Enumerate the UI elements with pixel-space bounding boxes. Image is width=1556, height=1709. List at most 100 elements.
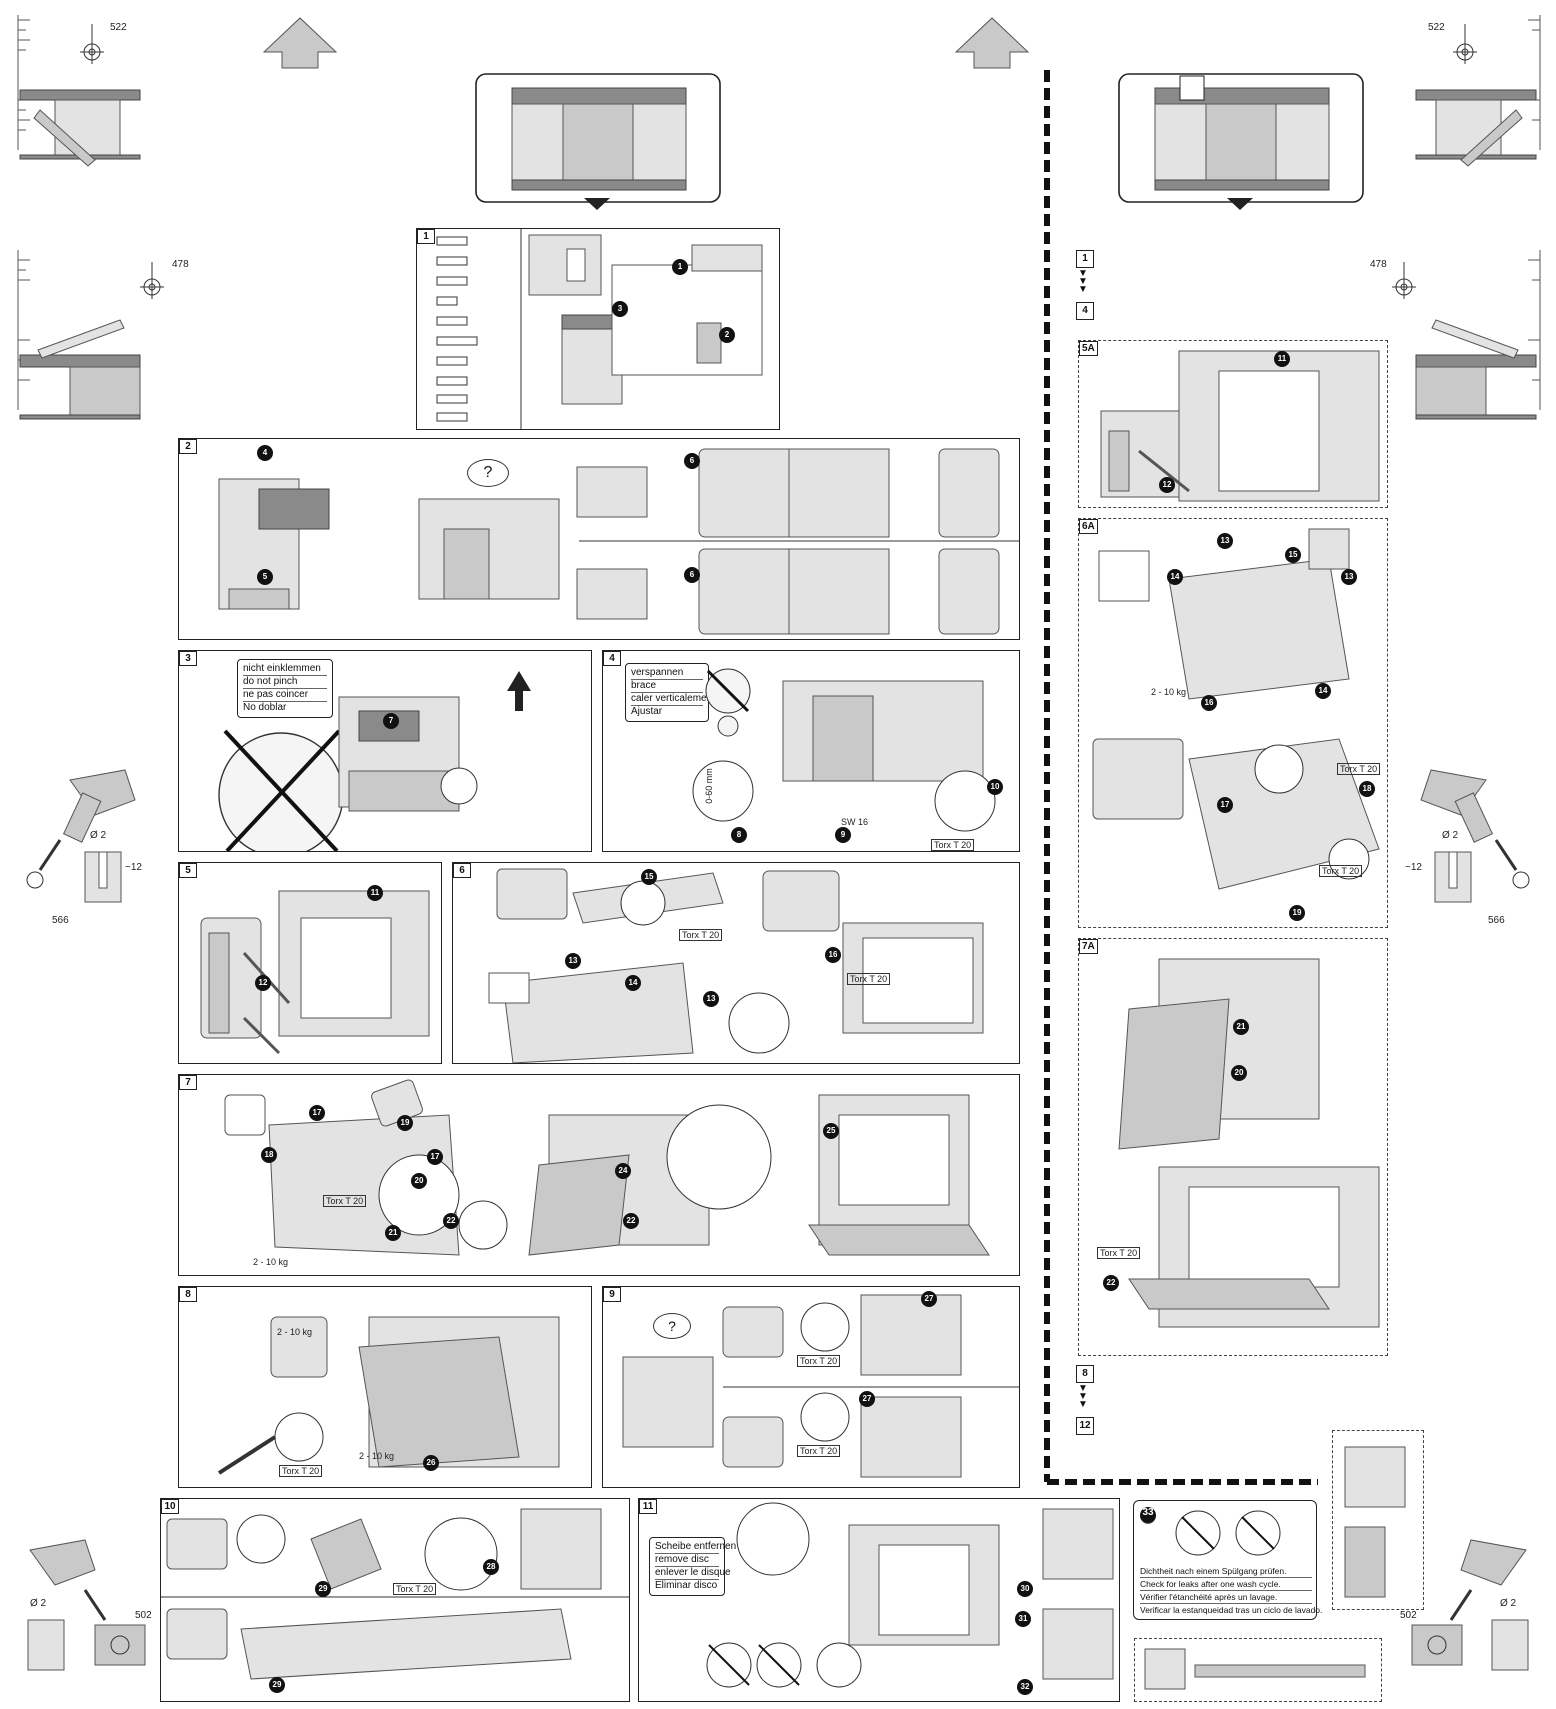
label-torx-10: Torx T 20: [393, 1583, 437, 1595]
chevrons-1-4-icon: ▼▼▼: [1078, 268, 1088, 295]
callout-14-6a: 14: [1167, 569, 1183, 585]
panel-step-8: 8 26 2 - 10 kg 2 - 10 kg Torx T 20: [178, 1286, 592, 1488]
panel-step-6: 6 15 13 14 13 16 Torx T 20 Torx T 20: [452, 862, 1020, 1064]
drill-depth-right: ~12: [1405, 862, 1422, 873]
callout-20-7a: 20: [1231, 1065, 1247, 1081]
target-478-right: [1392, 262, 1416, 299]
target-522-right: [1453, 24, 1477, 64]
dim-0-60mm: 0-60 mm: [703, 768, 714, 804]
panel-step-10: 10 29 28 29 Torx T 20: [160, 1498, 630, 1702]
dim-502-right: 502: [1400, 1610, 1417, 1621]
label-torx-6a-1: Torx T 20: [1337, 763, 1381, 775]
label-weight-8b: 2 - 10 kg: [359, 1451, 395, 1461]
callout-17-6a: 17: [1217, 797, 1233, 813]
callout-29: 29: [315, 1581, 331, 1597]
counter-mid-right: [1415, 319, 1537, 420]
panel-step-11: 11 Scheibe entfernen remove disc enlever…: [638, 1498, 1120, 1702]
dim-478-right: 478: [1370, 259, 1387, 270]
callout-20: 20: [411, 1173, 427, 1189]
callout-15-6a: 15: [1285, 547, 1301, 563]
callout-17b: 17: [427, 1149, 443, 1165]
callout-13b-6a: 13: [1341, 569, 1357, 585]
callout-13: 13: [565, 953, 581, 969]
question-cloud-9: ?: [653, 1313, 691, 1339]
callout-6: 6: [684, 453, 700, 469]
callout-8: 8: [731, 827, 747, 843]
callout-22: 22: [443, 1213, 459, 1229]
callout-14: 14: [625, 975, 641, 991]
preview-cabinet-left: [475, 73, 721, 210]
callout-14b-6a: 14: [1315, 683, 1331, 699]
step-number: 3: [179, 651, 197, 666]
label-torx-9a: Torx T 20: [797, 1355, 841, 1367]
step-number: 7A: [1079, 939, 1098, 954]
drill-bottom-right-icon: [1411, 1539, 1527, 1666]
panel-step-4: 4 verspannen brace caler verticalement A…: [602, 650, 1020, 852]
callout-13b: 13: [703, 991, 719, 1007]
callout-25: 25: [823, 1123, 839, 1139]
callout-31: 31: [1015, 1611, 1031, 1627]
label-weight-7: 2 - 10 kg: [253, 1257, 289, 1267]
counter-top-right: [1415, 89, 1537, 167]
callout-7: 7: [383, 713, 399, 729]
right-ruler-mid: [1528, 250, 1541, 410]
callout-16: 16: [825, 947, 841, 963]
callout-18-6a: 18: [1359, 781, 1375, 797]
callout-21: 21: [385, 1225, 401, 1241]
panel-step-1: 1 1 2 3: [416, 228, 780, 430]
callout-6b: 6: [684, 567, 700, 583]
dim-522-left: 522: [110, 22, 127, 33]
panel-step-5a: 5A 11 12: [1078, 340, 1388, 508]
callout-11: 11: [367, 885, 383, 901]
callout-16-6a: 16: [1201, 695, 1217, 711]
label-torx-9b: Torx T 20: [797, 1445, 841, 1457]
up-arrow-left-icon: [262, 17, 338, 69]
label-torx-7: Torx T 20: [323, 1195, 367, 1207]
label-torx-4: Torx T 20: [931, 839, 975, 851]
callout-19: 19: [397, 1115, 413, 1131]
step-number: 2: [179, 439, 197, 454]
warning-remove-disc: Scheibe entfernen remove disc enlever le…: [649, 1537, 736, 1596]
step-number: 8: [179, 1287, 197, 1302]
callout-17: 17: [309, 1105, 325, 1121]
panel-leak-check: 33 Dichtheit nach einem Spülgang prüfen.…: [1133, 1500, 1322, 1620]
right-step-12: 12: [1076, 1417, 1094, 1435]
callout-3: 3: [612, 301, 628, 317]
target-522-left: [80, 24, 104, 64]
callout-11-5a: 11: [1274, 351, 1290, 367]
step-number: 1: [417, 229, 435, 244]
warning-pinch: nicht einklemmen do not pinch ne pas coi…: [237, 659, 333, 718]
drill-diameter-right: Ø 2: [1442, 830, 1459, 841]
step-number: 9: [603, 1287, 621, 1302]
drill-diameter-left: Ø 2: [90, 830, 107, 841]
preview-cabinet-right: [1118, 73, 1364, 210]
drill-bottom-left-icon: [29, 1539, 146, 1666]
callout-30: 30: [1017, 1581, 1033, 1597]
left-ruler-mid: [17, 250, 30, 410]
drill-diameter-bottom-left: Ø 2: [30, 1598, 47, 1609]
warning-brace: verspannen brace caler verticalement Aju…: [625, 663, 715, 722]
dim-566-left: 566: [52, 915, 69, 926]
step-number: 11: [639, 1499, 657, 1514]
callout-28: 28: [483, 1559, 499, 1575]
callout-22-7a: 22: [1103, 1275, 1119, 1291]
question-cloud: ?: [467, 459, 509, 487]
counter-top-left: [19, 89, 141, 167]
label-torx-6a: Torx T 20: [679, 929, 723, 941]
callout-27: 27: [921, 1291, 937, 1307]
left-ruler-top: [17, 15, 30, 150]
right-ruler-top: [1528, 15, 1541, 150]
step-number: 10: [161, 1499, 179, 1514]
callout-21-7a: 21: [1233, 1019, 1249, 1035]
drill-right-icon: [1420, 769, 1518, 871]
callout-27b: 27: [859, 1391, 875, 1407]
callout-19-6a: 19: [1289, 905, 1305, 921]
callout-33: 33: [1140, 1507, 1156, 1524]
dim-502-left: 502: [135, 1610, 152, 1621]
callout-29b: 29: [269, 1677, 285, 1693]
chevrons-8-12-icon: ▼▼▼: [1078, 1383, 1088, 1410]
callout-32: 32: [1017, 1679, 1033, 1695]
step-number: 7: [179, 1075, 197, 1090]
right-step-4: 4: [1076, 302, 1094, 320]
